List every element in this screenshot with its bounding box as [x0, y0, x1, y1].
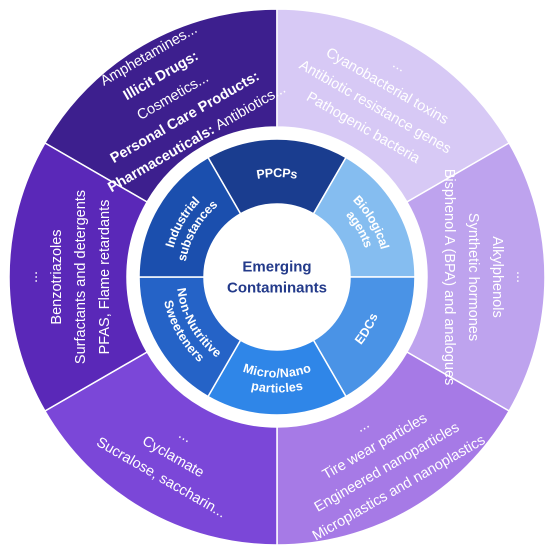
outer-label-edcs-segment: Alkylphenols [489, 236, 505, 317]
outer-label-ind-line-2: Surfactants and detergents [73, 190, 89, 364]
inner-label-ppcps-text: PPCPs [255, 166, 298, 182]
outer-label-edcs-segment: ... [513, 271, 529, 283]
inner-sector-ind [138, 156, 242, 278]
outer-label-ind-segment: ... [25, 271, 41, 283]
outer-label-edcs-segment: Synthetic hormones [465, 213, 481, 341]
outer-label-edcs-line-4: ... [513, 271, 529, 283]
inner-label-micro-text: Micro/Nano [241, 361, 312, 381]
inner-label-micro-line-2: particles [250, 379, 304, 396]
inner-label-ppcps-line-1: PPCPs [255, 166, 298, 182]
outer-label-ind-line-3: Benzotriazoles [49, 229, 65, 324]
outer-label-ind-line-1: PFAS, Flame retardants [97, 200, 113, 355]
outer-ring [8, 8, 546, 546]
inner-ring-labels: PPCPsBiologicalagentsEDCsMicro/Nanoparti… [161, 166, 392, 396]
inner-label-micro-text: particles [250, 379, 304, 396]
inner-ring [138, 138, 416, 416]
outer-label-ind-segment: PFAS, Flame retardants [97, 200, 113, 355]
outer-label-ind-segment: Surfactants and detergents [73, 190, 89, 364]
outer-label-ind-segment: Benzotriazoles [49, 229, 65, 324]
outer-label-edcs-line-2: Synthetic hormones [465, 213, 481, 341]
inner-label-micro-line-1: Micro/Nano [241, 361, 312, 381]
outer-label-edcs-line-1: Bisphenol A (BPA) and analogues [441, 169, 457, 386]
outer-label-edcs-line-3: Alkylphenols [489, 236, 505, 317]
center-circle [211, 211, 343, 343]
center-title-line1: Emerging [242, 259, 311, 276]
outer-label-ind-line-4: ... [25, 271, 41, 283]
center-title-line2: Contaminants [227, 280, 327, 297]
outer-label-edcs-segment: Bisphenol A (BPA) and analogues [441, 169, 457, 386]
